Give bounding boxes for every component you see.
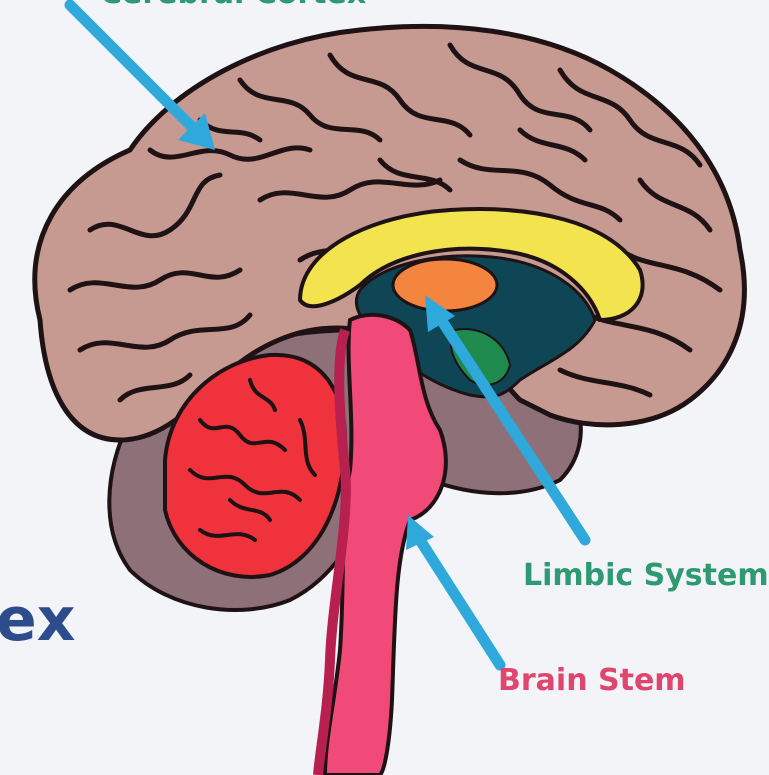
- label-left-partial: ex: [0, 585, 75, 655]
- label-brain-stem: Brain Stem: [498, 663, 686, 698]
- thalamus: [393, 259, 497, 311]
- label-limbic-system: Limbic System: [523, 558, 769, 593]
- label-cerebral-cortex: Cerebral Cortex: [100, 0, 366, 11]
